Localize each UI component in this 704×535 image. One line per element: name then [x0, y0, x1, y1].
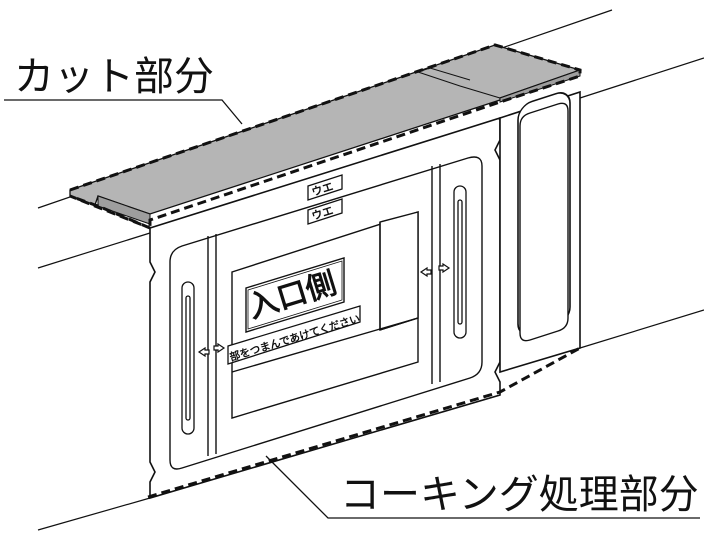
duct-middle-edge — [37, 232, 151, 269]
inlet-opening — [231, 211, 419, 419]
arrow-icon — [197, 346, 210, 358]
top-tag-label-1: ウエ — [310, 180, 335, 199]
front-frame — [169, 156, 483, 470]
cut-part — [69, 43, 583, 230]
vertical-slots — [181, 185, 467, 435]
cut-part-label: カット部分 — [14, 54, 214, 100]
side-slot — [519, 102, 569, 342]
callout-cut: カット部分 — [4, 54, 243, 125]
arrow-icon — [213, 342, 226, 354]
inlet-outer — [231, 211, 419, 419]
arrow-icon — [438, 262, 451, 274]
arrow-icon — [419, 266, 432, 278]
duct-top-edge-right — [579, 57, 704, 99]
top-tag-label-2: ウエ — [310, 204, 335, 223]
caulking-dashed-line — [147, 346, 581, 499]
duct-bottom-edge-right — [579, 309, 704, 349]
callout-caulking: コーキング処理部分 — [265, 455, 700, 519]
arrow-markers — [197, 262, 451, 358]
duct-bottom-edge — [37, 497, 151, 531]
frame-outer — [169, 156, 483, 470]
inlet-back — [379, 211, 419, 331]
cut-dashed-outline — [69, 43, 582, 230]
top-tags: ウエ ウエ — [307, 174, 343, 225]
caulking-part-label: コーキング処理部分 — [340, 472, 699, 518]
